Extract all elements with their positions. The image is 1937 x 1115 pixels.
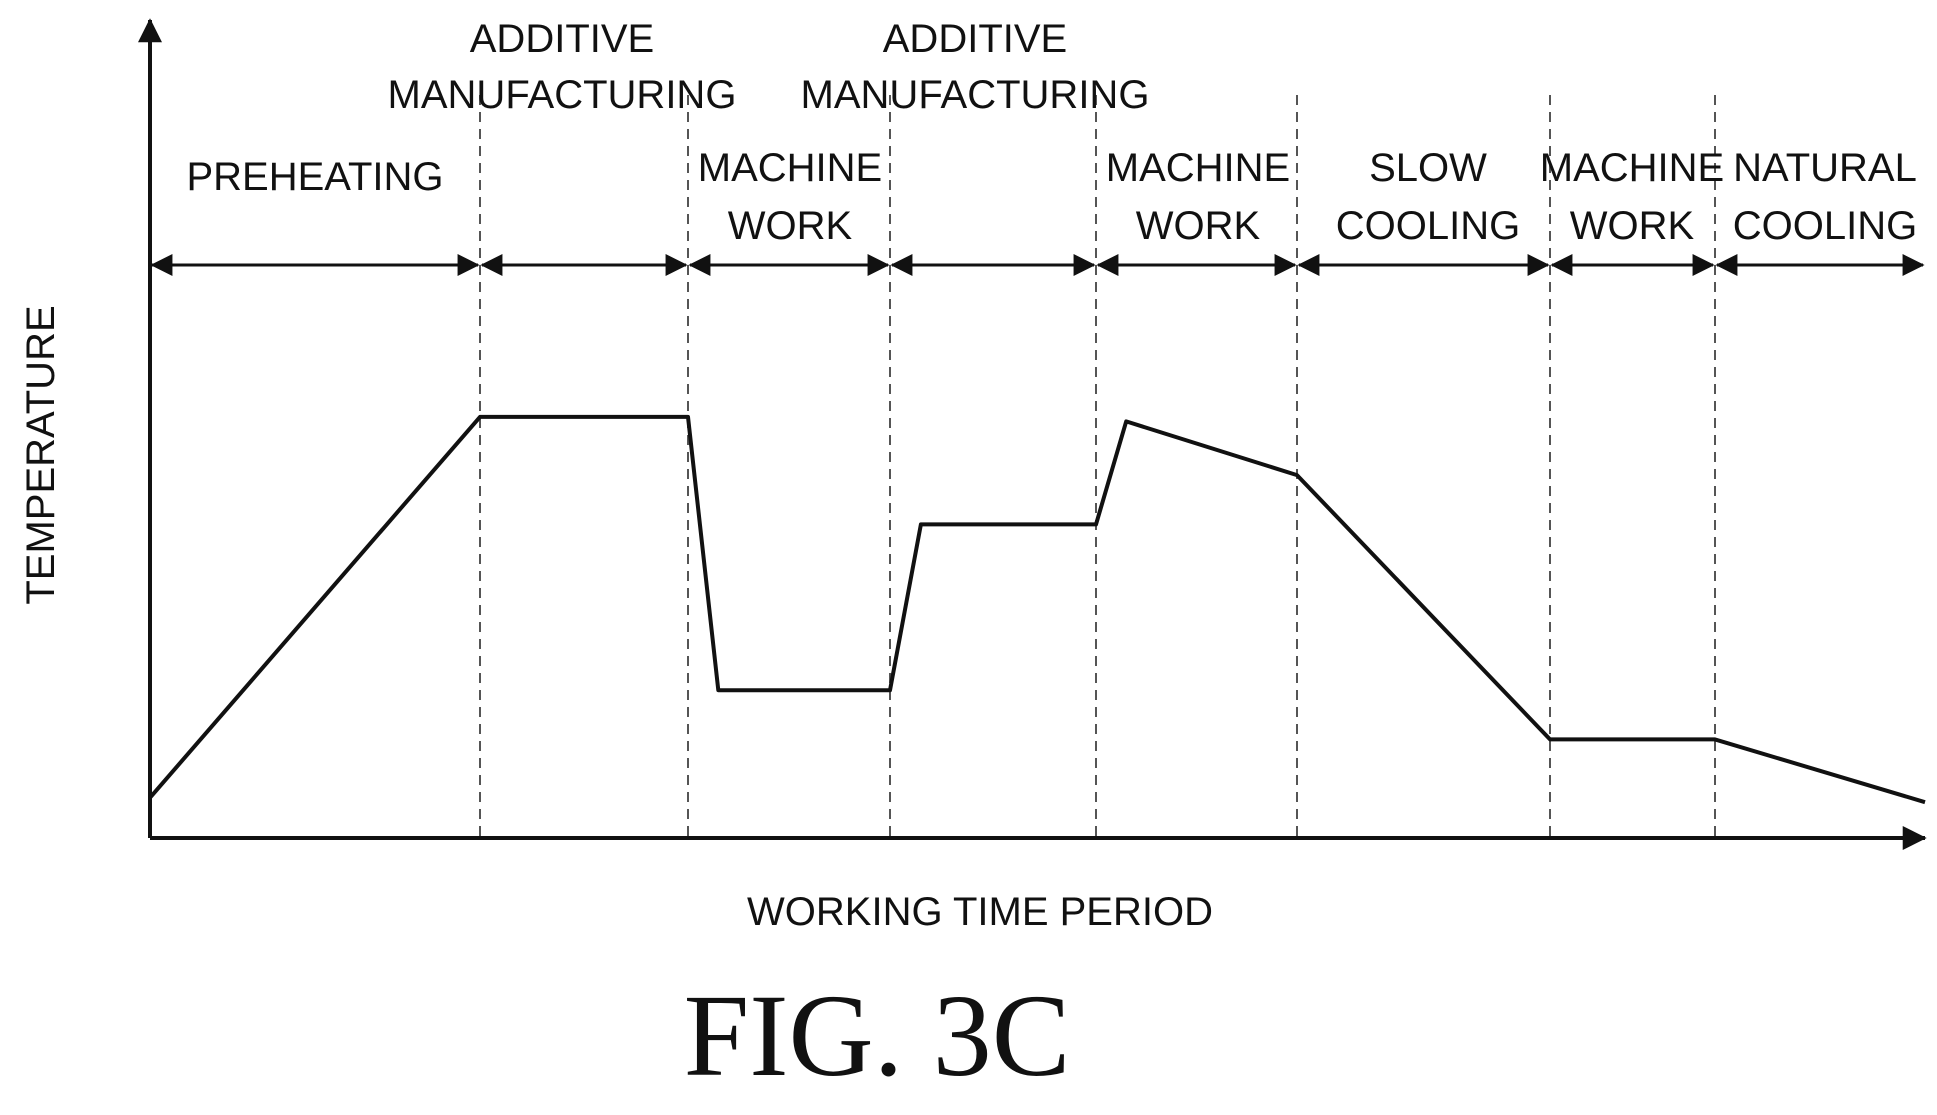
phase-label-machine-work-2: WORK <box>1136 204 1261 248</box>
phase-label-natural-cooling: COOLING <box>1733 204 1917 248</box>
temperature-curve <box>150 417 1925 802</box>
x-axis-label: WORKING TIME PERIOD <box>747 890 1213 934</box>
phase-label-machine-work-1: WORK <box>728 204 853 248</box>
phase-label-preheating: PREHEATING <box>186 155 443 199</box>
phase-label-machine-work-2: MACHINE <box>1106 146 1290 190</box>
phase-label-natural-cooling: NATURAL <box>1733 146 1917 190</box>
y-axis-label: TEMPERATURE <box>19 305 63 604</box>
phase-label-slow-cooling: COOLING <box>1336 204 1520 248</box>
phase-label-slow-cooling: SLOW <box>1369 146 1487 190</box>
phase-dividers <box>480 95 1715 838</box>
phase-label-additive-manufacturing-1: ADDITIVE <box>470 17 654 61</box>
figure-caption: FIG. 3C <box>684 970 1071 1101</box>
phase-label-additive-manufacturing-2: ADDITIVE <box>883 17 1067 61</box>
phase-label-machine-work-1: MACHINE <box>698 146 882 190</box>
phase-label-additive-manufacturing-2: MANUFACTURING <box>801 73 1150 117</box>
phase-label-machine-work-3: MACHINE <box>1540 146 1724 190</box>
phase-label-machine-work-3: WORK <box>1570 204 1695 248</box>
phase-labels: PREHEATING ADDITIVE MANUFACTURING MACHINE WO… <box>186 17 1917 248</box>
phase-label-additive-manufacturing-1: MANUFACTURING <box>388 73 737 117</box>
